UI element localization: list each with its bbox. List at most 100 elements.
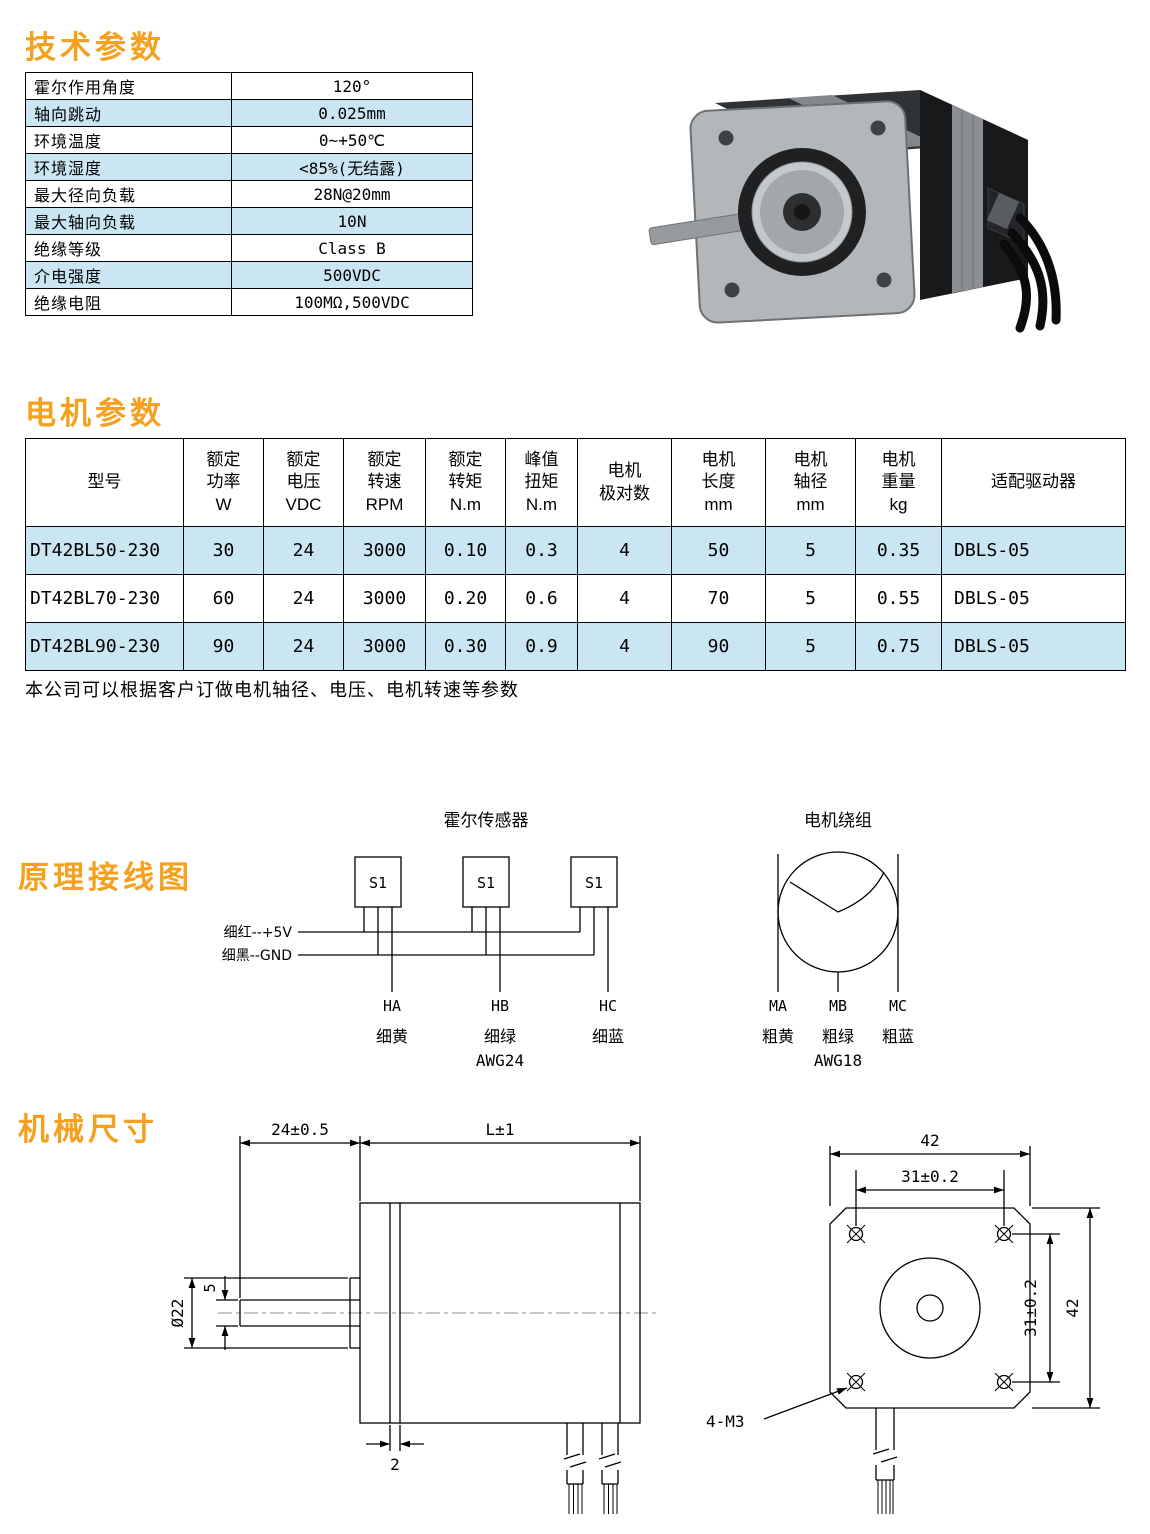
- sensor-label: S1: [477, 874, 495, 892]
- cell-driver: DBLS-05: [941, 526, 1126, 575]
- table-row: 最大径向负载 28N@20mm: [25, 180, 473, 208]
- cell-model: DT42BL50-230: [25, 526, 184, 575]
- param-value: 10N: [231, 207, 473, 235]
- table-cell: 3000: [343, 574, 426, 623]
- dim-label: 24±0.5: [271, 1120, 329, 1139]
- table-row: 霍尔作用角度 120°: [25, 72, 473, 100]
- tech-params-heading: 技术参数: [25, 30, 165, 65]
- cell-model: DT42BL90-230: [25, 622, 184, 671]
- motor-photo-illustration: [648, 90, 1061, 333]
- table-cell: 4: [577, 526, 672, 575]
- param-label: 环境温度: [25, 126, 232, 154]
- customization-note: 本公司可以根据客户订做电机轴径、电压、电机转速等参数: [25, 680, 519, 700]
- winding-wire-color: 粗黄: [762, 1027, 794, 1046]
- column-header: 型号: [25, 438, 184, 527]
- table-cell: 24: [263, 622, 344, 671]
- mounting-hole: [846, 1372, 866, 1392]
- table-cell: 5: [765, 574, 856, 623]
- tech-params-table: 霍尔作用角度 120° 轴向跳动 0.025mm 环境温度 0~+50℃ 环境湿…: [25, 72, 473, 316]
- column-header: 电机 重量 kg: [855, 438, 942, 527]
- sensor-label: S1: [369, 874, 387, 892]
- wiring-diagram: 霍尔传感器 电机绕组 S1 S1 S1 细红--+5V 细黑--GND HA H…: [222, 811, 914, 1070]
- motor-winding-circuit: [777, 851, 899, 992]
- dim-label: 2: [390, 1455, 400, 1474]
- table-cell: 0.35: [855, 526, 942, 575]
- winding-pin-label: MA: [769, 997, 787, 1015]
- winding-gauge-label: AWG18: [814, 1051, 862, 1070]
- flange-outline: [829, 1207, 1031, 1409]
- table-cell: 5: [765, 526, 856, 575]
- header-row: 型号 额定 功率 W 额定 电压 VDC 额定 转速 RPM 额定 转矩 N.m…: [25, 438, 1126, 527]
- param-value: 28N@20mm: [231, 180, 473, 208]
- param-value: 100MΩ,500VDC: [231, 288, 473, 316]
- param-label: 最大径向负载: [25, 180, 232, 208]
- table-cell: 0.3: [505, 526, 578, 575]
- winding-wire-color: 粗绿: [822, 1027, 854, 1046]
- table-row: 绝缘等级 Class B: [25, 234, 473, 262]
- table-row: 环境温度 0~+50℃: [25, 126, 473, 154]
- cell-model: DT42BL70-230: [25, 574, 184, 623]
- ground-label: 细黑--GND: [222, 948, 292, 964]
- hall-title: 霍尔传感器: [444, 811, 529, 831]
- winding-wire-color: 粗蓝: [882, 1027, 914, 1046]
- winding-title: 电机绕组: [804, 811, 872, 831]
- hall-sensor-circuit: [298, 856, 618, 992]
- table-row: 介电强度 500VDC: [25, 261, 473, 289]
- table-cell: 0.9: [505, 622, 578, 671]
- table-cell: 0.20: [425, 574, 506, 623]
- table-cell: 24: [263, 526, 344, 575]
- front-view: [763, 1146, 1100, 1514]
- lead-wires: [872, 1408, 898, 1514]
- table-cell: 24: [263, 574, 344, 623]
- column-header: 电机 轴径 mm: [765, 438, 856, 527]
- mounting-hole: [846, 1224, 866, 1244]
- table-cell: 60: [183, 574, 264, 623]
- table-cell: 0.75: [855, 622, 942, 671]
- param-value: 500VDC: [231, 261, 473, 289]
- column-header: 额定 转速 RPM: [343, 438, 426, 527]
- param-value: 0.025mm: [231, 99, 473, 127]
- motor-wires: [999, 213, 1061, 333]
- column-header: 峰值 扭矩 N.m: [505, 438, 578, 527]
- table-cell: 0.55: [855, 574, 942, 623]
- table-cell: 5: [765, 622, 856, 671]
- param-label: 环境湿度: [25, 153, 232, 181]
- dim-label: 31±0.2: [1021, 1279, 1040, 1337]
- param-value: Class B: [231, 234, 473, 262]
- table-cell: 0.6: [505, 574, 578, 623]
- table-row: DT42BL70-230 60 24 3000 0.20 0.6 4 70 5 …: [25, 574, 1126, 623]
- dim-label: 42: [920, 1131, 939, 1150]
- param-value: <85%(无结露): [231, 153, 473, 181]
- motor-photo: [620, 28, 1080, 338]
- lead-wires: [563, 1423, 587, 1514]
- param-label: 霍尔作用角度: [25, 72, 232, 100]
- table-cell: 4: [577, 574, 672, 623]
- dim-label: 5: [201, 1283, 219, 1292]
- table-cell: 90: [671, 622, 766, 671]
- shaft-circle: [916, 1294, 944, 1322]
- hall-wire-color: 细黄: [376, 1027, 408, 1046]
- lead-wires: [598, 1423, 622, 1514]
- table-cell: 0.10: [425, 526, 506, 575]
- dim-label: L±1: [486, 1120, 515, 1139]
- table-cell: 4: [577, 622, 672, 671]
- table-cell: 90: [183, 622, 264, 671]
- param-label: 介电强度: [25, 261, 232, 289]
- column-header: 额定 转矩 N.m: [425, 438, 506, 527]
- table-cell: 0.30: [425, 622, 506, 671]
- cell-driver: DBLS-05: [941, 622, 1126, 671]
- param-label: 轴向跳动: [25, 99, 232, 127]
- column-header: 额定 电压 VDC: [263, 438, 344, 527]
- param-label: 绝缘等级: [25, 234, 232, 262]
- table-row: 绝缘电阻 100MΩ,500VDC: [25, 288, 473, 316]
- mechanical-heading: 机械尺寸: [18, 1112, 158, 1147]
- table-row: DT42BL90-230 90 24 3000 0.30 0.9 4 90 5 …: [25, 622, 1126, 671]
- table-row: 最大轴向负载 10N: [25, 207, 473, 235]
- dim-label: 31±0.2: [901, 1167, 959, 1186]
- hall-wire-color: 细绿: [484, 1027, 516, 1046]
- table-cell: 50: [671, 526, 766, 575]
- supply-label: 细红--+5V: [224, 925, 293, 941]
- mechanical-drawings: 24±0.5 L±1 Ø22 5 2: [170, 1120, 1100, 1514]
- hall-gauge-label: AWG24: [476, 1051, 524, 1070]
- mounting-hole: [994, 1372, 1014, 1392]
